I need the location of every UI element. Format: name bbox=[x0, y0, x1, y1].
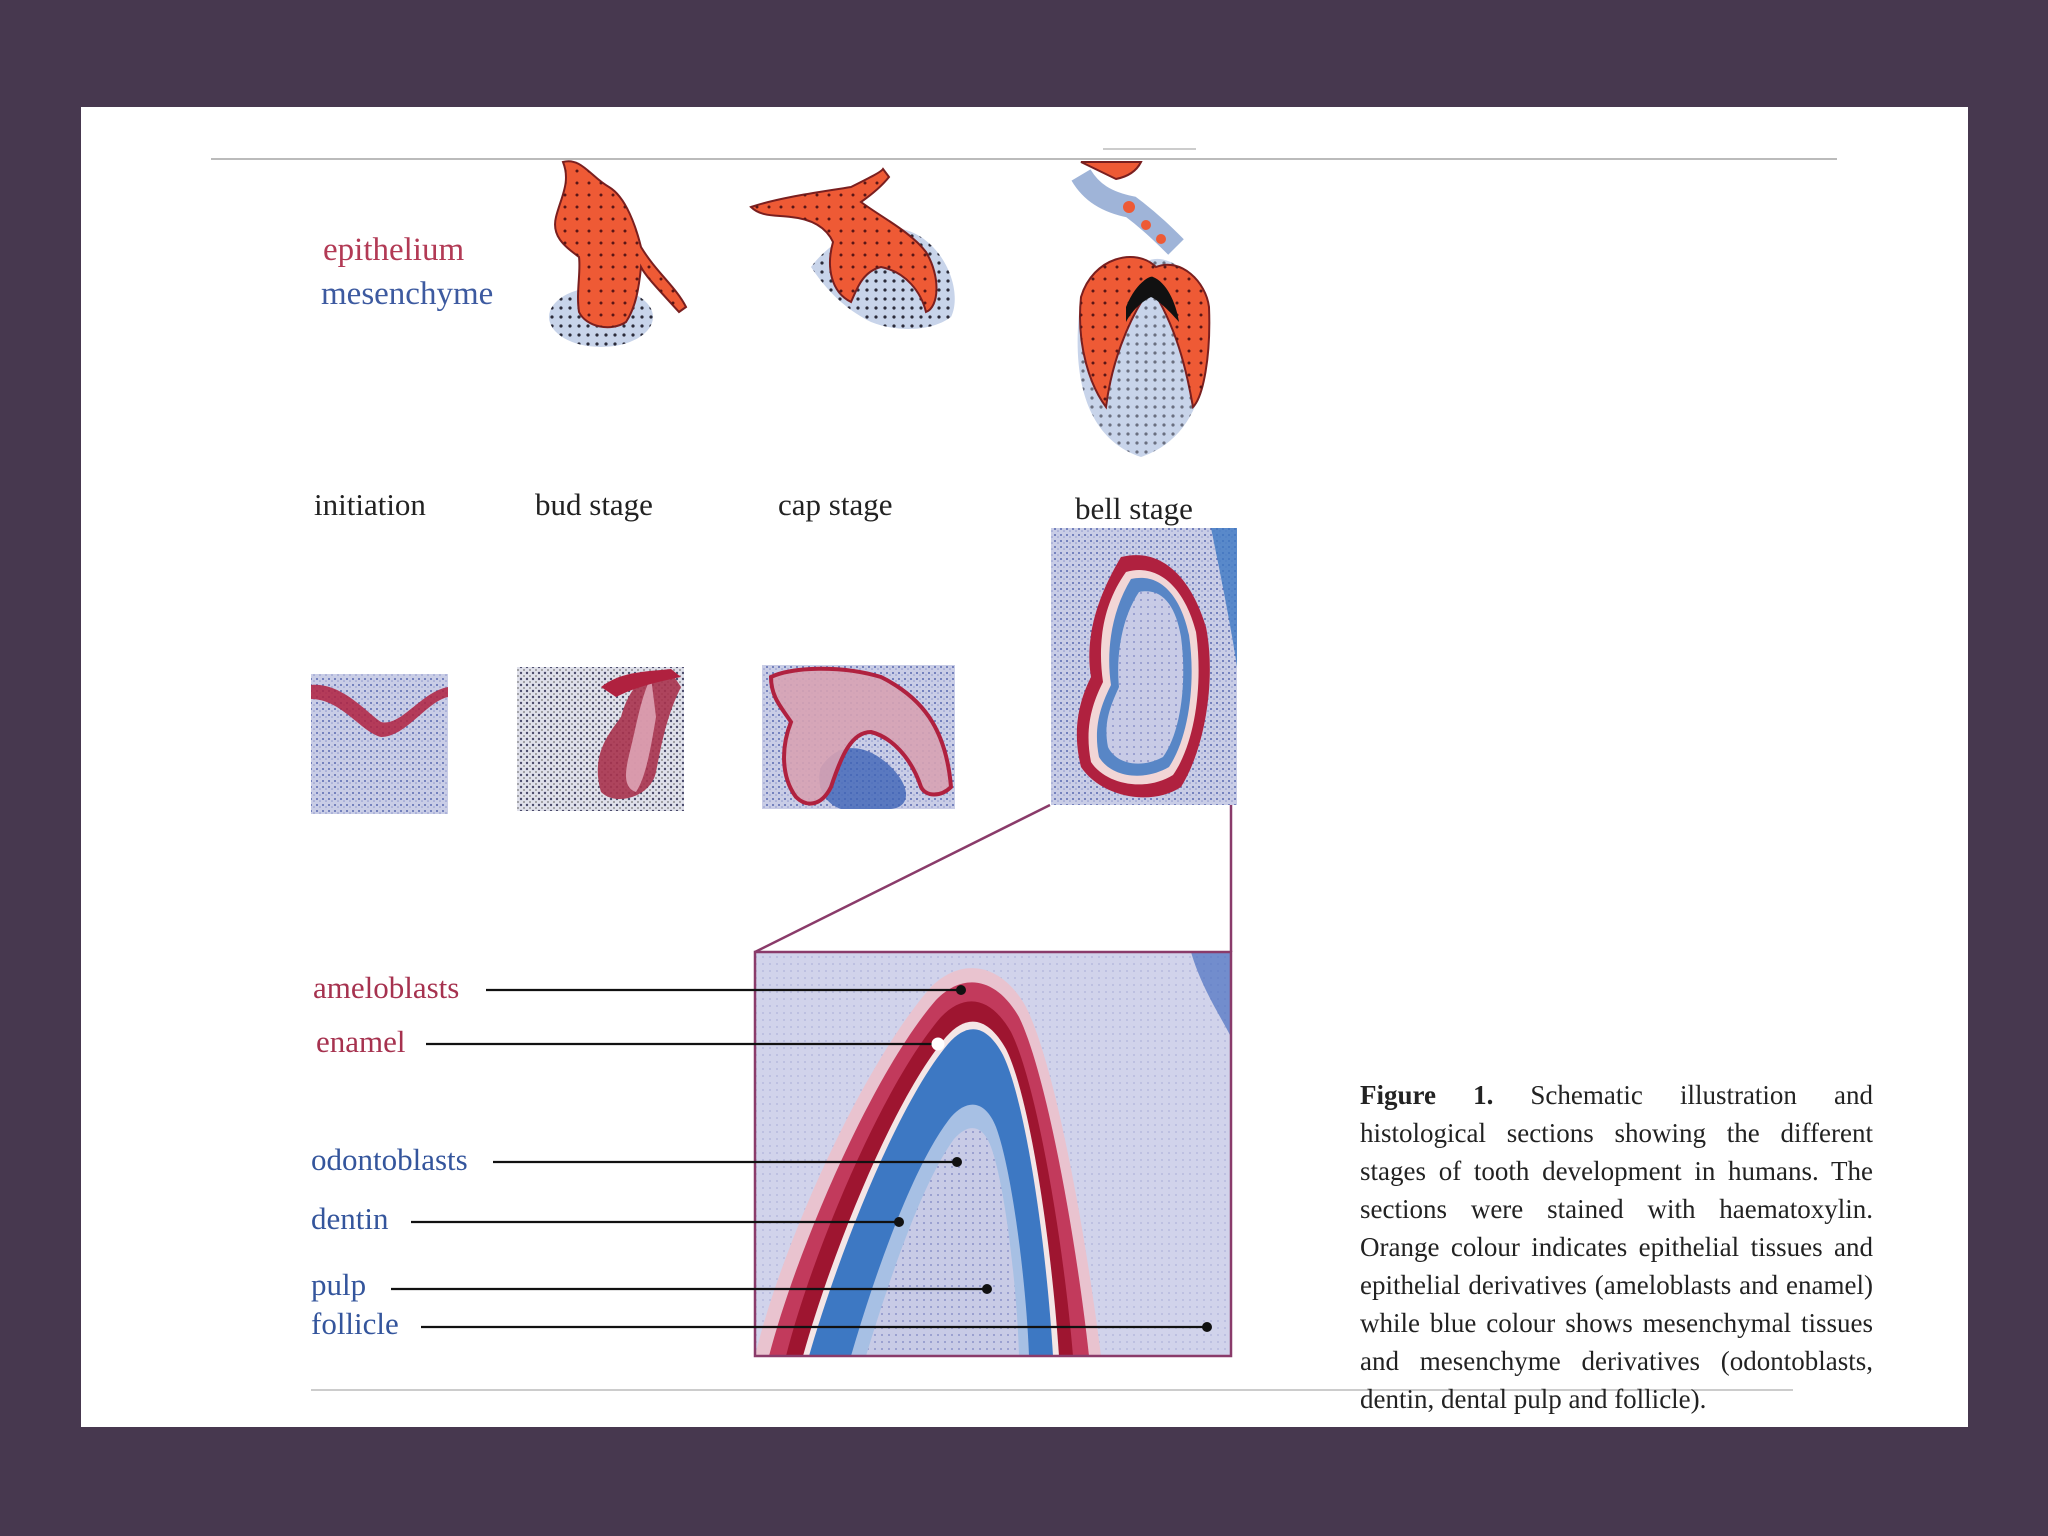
figure-caption-label: Figure 1. bbox=[1360, 1080, 1494, 1110]
leader-lines bbox=[391, 988, 1207, 1329]
label-ameloblasts: ameloblasts bbox=[313, 970, 460, 1005]
leader-dots bbox=[894, 985, 1212, 1332]
stage-label-cap: cap stage bbox=[778, 487, 893, 522]
document-page: epithelium mesenchyme initiation bud sta… bbox=[81, 107, 1968, 1427]
figure-caption: Figure 1. Schematic illustration and his… bbox=[1360, 1076, 1873, 1418]
bud-stage-schematic bbox=[549, 160, 688, 347]
bell-histology bbox=[1051, 528, 1237, 805]
stage-label-initiation: initiation bbox=[314, 487, 426, 522]
legend-mesenchyme: mesenchyme bbox=[321, 276, 494, 312]
stage-label-bud: bud stage bbox=[535, 487, 653, 522]
label-enamel: enamel bbox=[316, 1024, 406, 1059]
figure-caption-text: Schematic illustration and histological … bbox=[1360, 1080, 1873, 1414]
label-odontoblasts: odontoblasts bbox=[311, 1142, 468, 1177]
stage-label-bell: bell stage bbox=[1075, 491, 1193, 526]
label-pulp: pulp bbox=[311, 1267, 367, 1302]
bud-histology bbox=[517, 667, 684, 811]
cap-stage-schematic bbox=[749, 167, 955, 329]
zoom-frame bbox=[753, 950, 1233, 1358]
zoom-connector-left bbox=[754, 803, 1051, 954]
figure-illustration bbox=[211, 148, 1837, 1391]
label-follicle: follicle bbox=[311, 1306, 399, 1341]
cap-histology bbox=[762, 665, 955, 809]
zoomed-histology bbox=[755, 952, 1231, 1356]
legend-epithelium: epithelium bbox=[323, 232, 465, 268]
label-dentin: dentin bbox=[311, 1201, 389, 1236]
bell-stage-schematic bbox=[1071, 161, 1211, 457]
initiation-histology bbox=[311, 674, 448, 814]
